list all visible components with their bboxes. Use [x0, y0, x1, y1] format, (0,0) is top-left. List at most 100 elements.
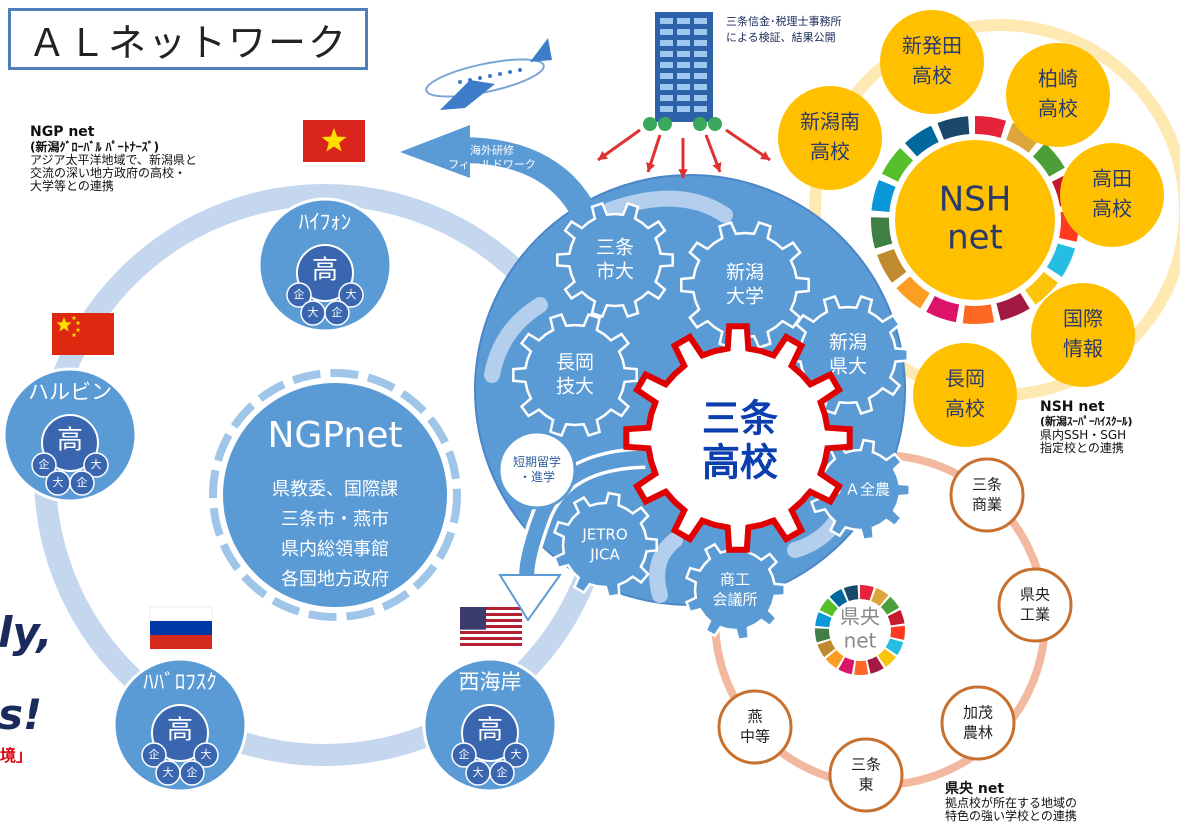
ngp-center-line: 県教委、国際課 [272, 479, 398, 500]
flag-stripe [460, 607, 522, 610]
sanjo-main-label: 三条 [702, 397, 778, 441]
building-window [694, 84, 707, 90]
nsh-school-circle [1060, 143, 1164, 247]
sdg-segment [825, 649, 844, 669]
flag-canton [460, 607, 487, 630]
building-window [677, 29, 690, 35]
kenou-school-label: 三条 [851, 756, 881, 774]
ngp-note-subtitle: (新潟ｸﾞﾛｰﾊﾞﾙ ﾊﾟｰﾄﾅｰｽﾞ) [30, 140, 160, 154]
school-circle [461, 704, 519, 762]
sdg-segment [819, 598, 839, 617]
sdg-segment [829, 589, 848, 608]
partner-gear-label: 会議所 [712, 591, 757, 609]
kenou-school-circle [940, 685, 1016, 761]
nsh-school-circle [880, 10, 984, 114]
overseas-arrow [459, 137, 603, 231]
sdg-segment [974, 115, 1007, 138]
sdg-segment [814, 628, 831, 643]
airplane-window [488, 74, 492, 78]
university-gear [680, 220, 810, 350]
partner-circle [489, 760, 515, 786]
building-tree [658, 117, 672, 131]
short-study-bubble [497, 430, 577, 510]
sdg-segment [867, 656, 884, 674]
nsh-school-label: 高校 [1092, 197, 1132, 221]
partner-circle [338, 282, 364, 308]
sdg-segment [904, 125, 939, 157]
building-window [660, 18, 673, 24]
kenou-note: 県央 net 拠点校が所在する地域の 特色の強い学校との連携 [945, 782, 1175, 823]
building-tree [643, 117, 657, 131]
partner-gear-label: ＪＡ全農 [830, 481, 890, 499]
building-window [694, 51, 707, 57]
overseas-label: フィールドワーク [448, 158, 536, 171]
building-tree [708, 117, 722, 131]
kenou-school-circle [717, 689, 793, 765]
kenou-school-label: 中等 [740, 728, 770, 746]
partner-label: 大 [163, 765, 174, 779]
flag-china [52, 313, 114, 355]
page-title: ＡＬネットワーク [8, 8, 368, 70]
sdg-segment [996, 292, 1030, 321]
flag-stripe [460, 631, 522, 634]
sdg-segment [926, 295, 960, 323]
nsh-school-circle [913, 343, 1017, 447]
nsh-center [895, 140, 1055, 300]
nsh-school-label: 長岡 [945, 367, 985, 391]
nsh-school-label: 高校 [1038, 97, 1078, 121]
airplane-window [458, 80, 462, 84]
nsh-school-label: 高校 [912, 64, 952, 88]
nsh-school-label: 高校 [945, 397, 985, 421]
airplane-window [508, 70, 512, 74]
sdg-segment [896, 276, 931, 309]
kenou-school-label: 東 [858, 776, 873, 794]
university-gear-label: 新潟 [829, 332, 867, 354]
kenou-school-label: 燕 [747, 708, 762, 726]
main-layer: NGPnet県教委、国際課三条市・燕市県内総領事館各国地方政府ﾊｲﾌｫﾝ高企大大… [2, 10, 1164, 813]
kenou-note-line: 特色の強い学校との連携 [945, 809, 1077, 823]
sdg-segment [881, 147, 914, 182]
school-label: 高 [312, 256, 338, 286]
flag-usa [460, 607, 522, 646]
building-window [694, 18, 707, 24]
sdg-segment [1032, 143, 1065, 177]
partner-circle [193, 742, 219, 768]
nsh-note-line: 県内SSH・SGH [1040, 428, 1127, 442]
rotation-arrow-arc [602, 190, 733, 223]
partner-label: 大 [308, 305, 319, 319]
flag-stripe [460, 637, 522, 640]
airplane-body [425, 58, 545, 98]
partner-label: 企 [187, 765, 198, 779]
city-name: ハルビン [28, 380, 112, 404]
building-window [694, 95, 707, 101]
ngp-center-line: 県内総領事館 [281, 539, 389, 560]
flag-star [71, 315, 77, 321]
sdg-segment [1046, 243, 1076, 278]
school-label: 高 [57, 426, 83, 456]
building-window [660, 95, 673, 101]
flag-stripe [460, 619, 522, 622]
kenou-school-circle [997, 567, 1073, 643]
partner-circle [503, 742, 529, 768]
flag-star [75, 327, 81, 333]
nsh-school-label: 高校 [810, 140, 850, 164]
university-gear-label: 長岡 [556, 352, 594, 374]
building-tree [693, 117, 707, 131]
kenou-school-label: 農林 [963, 724, 993, 742]
kenou-center-label: net [844, 629, 877, 653]
school-label: 高 [477, 716, 503, 746]
building-window [694, 73, 707, 79]
sdg-segment [838, 657, 855, 675]
nsh-school-circle [778, 86, 882, 190]
sdg-segment [854, 660, 869, 676]
city-name: ﾊｲﾌｫﾝ [299, 210, 352, 234]
building-window [677, 62, 690, 68]
sanjo-main-gear [623, 323, 853, 553]
partner-circle [31, 452, 57, 478]
building-window [677, 51, 690, 57]
top-caption: 三条信金･税理士事務所 [726, 14, 842, 28]
partner-label: 大 [473, 765, 484, 779]
nsh-school-circle [1031, 283, 1135, 387]
kenou-school-label: 県央 [1020, 586, 1050, 604]
red-arrowhead [598, 150, 608, 160]
